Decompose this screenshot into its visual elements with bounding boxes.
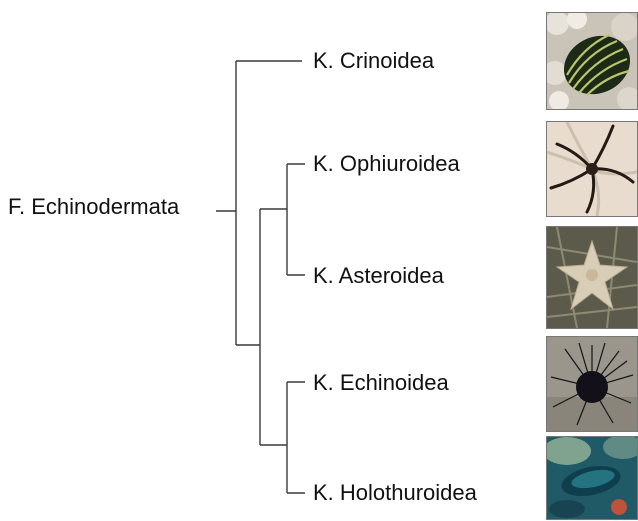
sea-star-photo-icon [546,226,638,329]
leaf-label-holothuroidea: K. Holothuroidea [313,482,477,504]
crinoid-photo-icon [546,12,638,110]
leaf-label-asteroidea: K. Asteroidea [313,265,444,287]
root-label: F. Echinodermata [8,196,179,218]
leaf-label-crinoidea: K. Crinoidea [313,50,434,72]
leaf-label-echinoidea: K. Echinoidea [313,372,449,394]
leaf-label-ophiuroidea: K. Ophiuroidea [313,153,460,175]
sea-cucumber-photo-icon [546,436,638,520]
brittle-star-photo-icon [546,121,638,217]
sea-urchin-photo-icon [546,336,638,432]
